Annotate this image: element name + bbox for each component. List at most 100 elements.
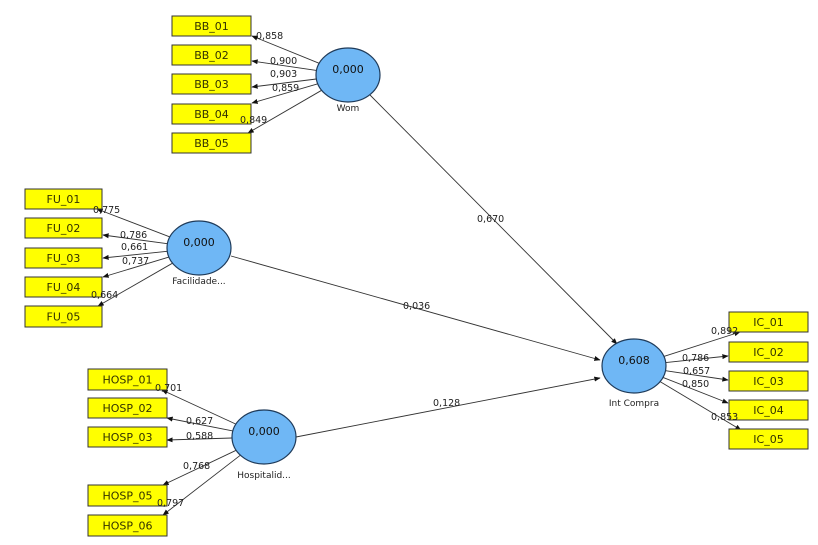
loading-value: 0,786 [682, 353, 709, 364]
indicator-box[interactable] [728, 399, 809, 421]
indicator-bb-03[interactable]: BB_03 [171, 73, 252, 95]
indicator-label: HOSP_02 [102, 402, 152, 415]
loading-edge-bb-04[interactable] [251, 83, 318, 104]
indicator-fu-01[interactable]: FU_01 [24, 188, 103, 210]
indicator-box[interactable] [171, 103, 252, 125]
indicator-ic-03[interactable]: IC_03 [728, 370, 809, 392]
loading-edge-bb-03[interactable] [251, 78, 317, 89]
loading-edge-bb-01[interactable] [251, 35, 320, 64]
loading-edge-ic-05[interactable] [659, 381, 742, 431]
indicator-hosp-05[interactable]: HOSP_05 [87, 484, 168, 507]
loading-edge-fu-03[interactable] [102, 250, 168, 260]
loading-edge-fu-01[interactable] [96, 208, 171, 238]
indicator-box[interactable] [24, 276, 103, 298]
indicator-ic-02[interactable]: IC_02 [728, 341, 809, 363]
loading-value: 0,701 [155, 383, 182, 394]
latent-label: Wom [337, 104, 360, 114]
loading-value: 0,768 [183, 461, 210, 472]
path-edge-wom-intcompra[interactable] [369, 94, 618, 345]
indicator-bb-02[interactable]: BB_02 [171, 44, 252, 66]
path-coefficient: 0,036 [403, 301, 430, 312]
loading-edge-ic-02[interactable] [665, 354, 729, 364]
indicator-box[interactable] [171, 132, 252, 154]
latent-ellipse[interactable] [166, 220, 232, 276]
indicator-label: BB_04 [194, 108, 229, 121]
loading-edge-ic-03[interactable] [665, 370, 729, 382]
indicator-hosp-06[interactable]: HOSP_06 [87, 514, 168, 537]
path-edge-facilidade-intcompra[interactable] [230, 255, 601, 361]
indicator-bb-05[interactable]: BB_05 [171, 132, 252, 154]
loading-edge-ic-04[interactable] [662, 376, 729, 404]
indicator-box[interactable] [728, 370, 809, 392]
loading-value: 0,892 [711, 326, 738, 337]
indicator-box[interactable] [24, 188, 103, 210]
latent-label: Hospitalid... [237, 471, 291, 481]
loading-edge-hosp-06[interactable] [162, 454, 241, 516]
path-edge-hospitalidade-intcompra[interactable] [295, 376, 601, 438]
indicator-label: BB_02 [194, 49, 229, 62]
latent-r2-value: 0,000 [332, 63, 364, 76]
indicator-fu-03[interactable]: FU_03 [24, 247, 103, 269]
indicator-label: IC_05 [753, 433, 783, 446]
indicator-box[interactable] [87, 368, 168, 391]
indicator-box[interactable] [171, 73, 252, 95]
indicator-ic-04[interactable]: IC_04 [728, 399, 809, 421]
labels-layer: 0,8580,9000,9030,8590,8490,7750,7860,661… [91, 31, 738, 509]
indicator-label: HOSP_05 [102, 490, 152, 503]
indicator-fu-04[interactable]: FU_04 [24, 276, 103, 298]
indicator-box[interactable] [728, 428, 809, 450]
indicator-box[interactable] [728, 311, 809, 333]
indicator-fu-05[interactable]: FU_05 [24, 305, 103, 328]
indicator-ic-01[interactable]: IC_01 [728, 311, 809, 333]
loading-edge-fu-02[interactable] [102, 233, 168, 245]
loading-edge-bb-05[interactable] [247, 89, 322, 134]
indicator-ic-05[interactable]: IC_05 [728, 428, 809, 450]
latent-ellipse[interactable] [601, 338, 667, 394]
indicator-label: HOSP_01 [102, 374, 152, 387]
loading-edge-bb-02[interactable] [251, 59, 317, 71]
nodes-layer: BB_01BB_02BB_03BB_04BB_05FU_01FU_02FU_03… [24, 15, 809, 537]
indicator-bb-01[interactable]: BB_01 [171, 15, 252, 37]
latent-variable-facilidade[interactable]: 0,000Facilidade... [166, 220, 232, 287]
latent-label: Facilidade... [172, 277, 225, 287]
indicator-box[interactable] [171, 44, 252, 66]
indicator-hosp-03[interactable]: HOSP_03 [87, 426, 168, 448]
loading-value: 0,627 [186, 416, 213, 427]
indicator-hosp-01[interactable]: HOSP_01 [87, 368, 168, 391]
loading-edge-hosp-01[interactable] [161, 389, 237, 425]
indicator-bb-04[interactable]: BB_04 [171, 103, 252, 125]
indicator-label: FU_03 [47, 252, 81, 265]
indicator-label: BB_05 [194, 137, 229, 150]
indicator-label: FU_01 [47, 193, 81, 206]
indicator-box[interactable] [728, 341, 809, 363]
latent-ellipse[interactable] [231, 409, 297, 465]
loading-edge-fu-05[interactable] [97, 262, 173, 307]
indicator-box[interactable] [87, 484, 168, 507]
indicator-box[interactable] [24, 305, 103, 328]
indicator-box[interactable] [171, 15, 252, 37]
loading-value: 0,849 [240, 115, 267, 126]
loading-value: 0,737 [122, 256, 149, 267]
loading-value: 0,664 [91, 290, 118, 301]
loading-edge-hosp-05[interactable] [162, 449, 237, 486]
indicator-hosp-02[interactable]: HOSP_02 [87, 397, 168, 419]
loading-value: 0,900 [270, 56, 297, 67]
indicator-box[interactable] [24, 247, 103, 269]
loading-edge-fu-04[interactable] [102, 256, 170, 278]
loading-edge-ic-01[interactable] [663, 331, 741, 357]
latent-variable-hospitalidade[interactable]: 0,000Hospitalid... [231, 409, 297, 481]
indicator-fu-02[interactable]: FU_02 [24, 217, 103, 239]
indicator-box[interactable] [87, 397, 168, 419]
loading-value: 0,797 [157, 498, 184, 509]
indicator-label: IC_02 [753, 346, 783, 359]
indicator-label: FU_05 [47, 311, 81, 324]
indicator-box[interactable] [24, 217, 103, 239]
loading-edge-hosp-03[interactable] [166, 437, 233, 443]
loading-edge-hosp-02[interactable] [166, 416, 233, 432]
indicator-box[interactable] [87, 426, 168, 448]
indicator-box[interactable] [87, 514, 168, 537]
latent-ellipse[interactable] [315, 47, 381, 103]
